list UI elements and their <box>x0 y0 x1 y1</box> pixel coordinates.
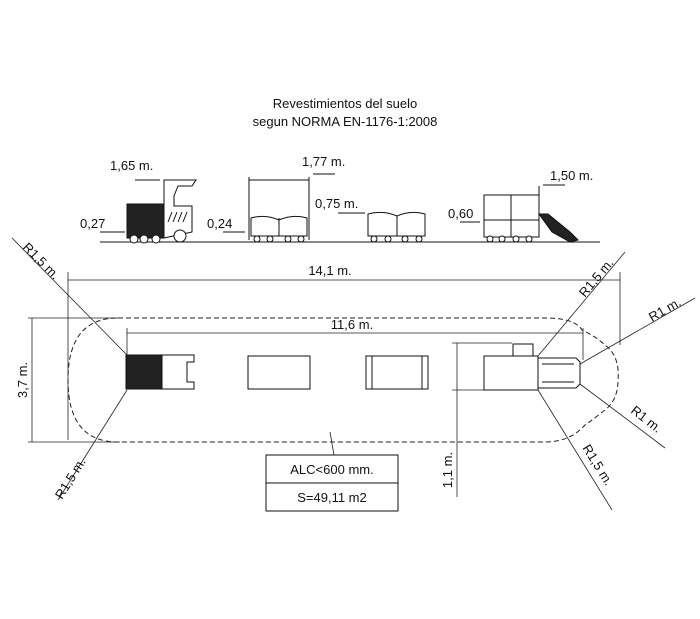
wagon1-elevation <box>223 173 335 243</box>
title-line-1: Revestimientos del suelo <box>273 96 418 111</box>
tower-height-label: 1,50 m. <box>550 168 593 183</box>
offset-label: 1,1 m. <box>440 452 455 488</box>
train-platform-label: 0,27 <box>80 216 105 231</box>
radius-bottom-right-label: R1,5 m. <box>579 442 616 489</box>
total-length-label: 14,1 m. <box>308 263 351 278</box>
equipment-length-label: 11,6 m. <box>331 317 373 332</box>
width-label: 3,7 m. <box>15 362 30 398</box>
elevation-view: 1,65 m. 0,27 0,24 1,77 m. 0,75 m. <box>80 154 600 244</box>
tower-slide-plan <box>483 343 581 391</box>
locomotive-elevation <box>100 179 197 244</box>
radius-top-right-label: R1,5 m. <box>576 255 617 300</box>
wagon1-platform-label: 0,24 <box>207 216 232 231</box>
info-box: ALC<600 mm. S=49,11 m2 <box>265 454 399 512</box>
plan-view: 14,1 m. 3,7 m. 11,6 m. 1,1 m. <box>11 237 696 512</box>
wagon2-height-label: 0,75 m. <box>315 196 358 211</box>
safety-area-outline <box>67 317 619 443</box>
radius-top-left-label: R1,5 m. <box>20 240 63 283</box>
surface-label: S=49,11 m2 <box>297 490 367 505</box>
radius-bottom-left-label: R1,5 m. <box>52 455 89 502</box>
radius-right-lower-label: R1 m. <box>628 403 665 436</box>
train-height-label: 1,65 m. <box>110 158 153 173</box>
tower-slide-elevation <box>460 184 579 243</box>
wagon1-plan <box>247 355 311 390</box>
alc-label: ALC<600 mm. <box>290 462 373 477</box>
title-line-2: segun NORMA EN-1176-1:2008 <box>253 114 438 129</box>
tower-platform-label: 0,60 <box>448 206 473 221</box>
wagon2-elevation <box>338 211 426 243</box>
locomotive-plan <box>125 354 195 390</box>
wagon2-plan <box>365 355 429 390</box>
wagon1-height-label: 1,77 m. <box>302 154 345 169</box>
radius-right-upper-label: R1 m. <box>646 294 684 324</box>
